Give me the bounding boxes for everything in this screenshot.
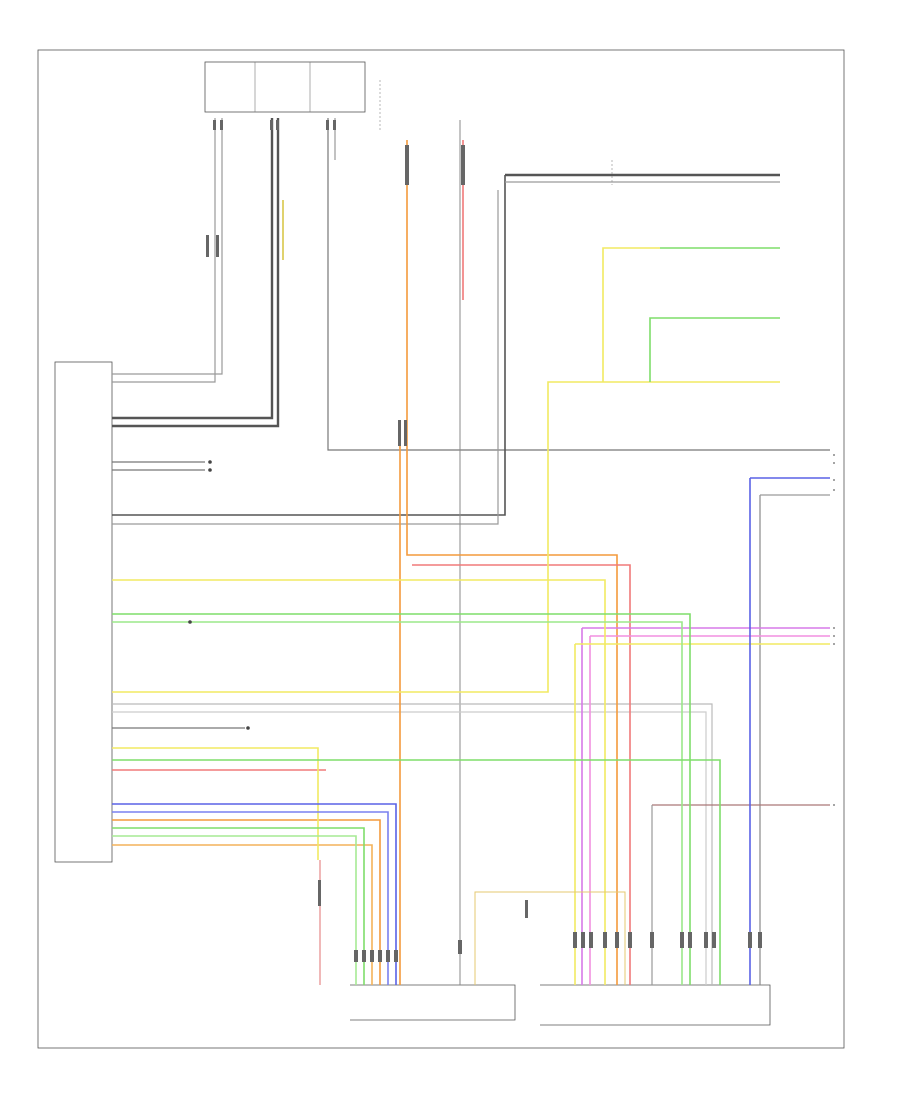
electronic-control-unit xyxy=(540,984,771,1026)
wire-orange-4 xyxy=(112,844,373,985)
wire-dark-2 xyxy=(112,118,280,428)
wire-yellow-3 xyxy=(602,247,660,382)
wire-gray-2 xyxy=(112,118,223,375)
wire-blue-4 xyxy=(112,811,389,985)
wire-yellow-6 xyxy=(112,747,319,860)
splice-dots xyxy=(188,460,250,730)
connector-pins-top xyxy=(206,120,465,906)
wire-gray-6 xyxy=(112,190,499,525)
wire-blue-3 xyxy=(112,803,397,985)
diagram-border xyxy=(37,49,845,1049)
wire-green-7 xyxy=(112,835,357,985)
bluetooth-module xyxy=(54,361,113,863)
wire-green-3 xyxy=(112,613,691,985)
wire-yellow-1 xyxy=(112,579,606,985)
wire-green-4 xyxy=(112,621,683,985)
wire-orange-1 xyxy=(406,140,618,985)
wire-yellow-7 xyxy=(474,891,626,985)
wire-green-6 xyxy=(112,827,365,985)
connector-pins-bottom-left xyxy=(354,900,528,962)
wire-red-2 xyxy=(412,564,631,985)
wire-green-5 xyxy=(112,759,721,985)
wire-orange-3 xyxy=(112,819,381,985)
right-edge-markers xyxy=(833,454,835,806)
connector-pins-bottom-right xyxy=(573,932,762,948)
wire-gray-1 xyxy=(112,118,216,383)
wire-green-2 xyxy=(649,317,780,382)
wire-yellow-2 xyxy=(112,381,780,693)
wire-dark-1 xyxy=(112,118,274,420)
wire-gray-3 xyxy=(327,118,830,451)
wire-gray-8 xyxy=(112,703,713,985)
telephone-fuse-block xyxy=(204,61,366,113)
wire-gray-9 xyxy=(112,711,707,985)
front-electronics-control-unit xyxy=(350,984,516,1021)
wire-dark-3 xyxy=(112,175,506,516)
